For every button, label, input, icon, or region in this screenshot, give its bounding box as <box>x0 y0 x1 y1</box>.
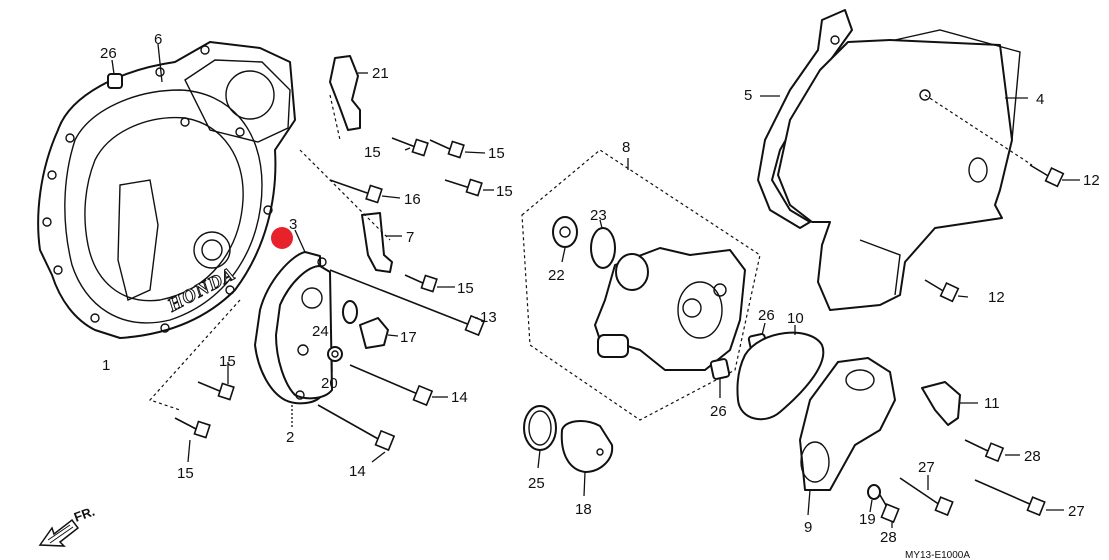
label-3: 3 <box>289 216 297 233</box>
part-19-washer <box>867 484 881 500</box>
label-9: 9 <box>804 519 812 536</box>
label-1: 1 <box>102 357 110 374</box>
label-25: 25 <box>528 475 545 492</box>
part-27-28-bolts <box>879 439 1046 524</box>
label-27a: 27 <box>918 459 935 476</box>
part-4-sprocket-cover <box>777 29 1021 311</box>
part-number-labels: 1 2 3 4 5 6 7 8 9 10 11 12 12 13 14 14 1… <box>100 31 1100 546</box>
part-12-bolts <box>924 164 1065 303</box>
label-28a: 28 <box>1024 448 1041 465</box>
part-26-dowel <box>107 73 123 89</box>
label-15a: 15 <box>364 144 381 161</box>
label-26b: 26 <box>758 307 775 324</box>
part-15-bolts <box>174 137 483 439</box>
part-17-plug <box>359 317 389 349</box>
front-direction-arrow: FR. <box>38 504 97 547</box>
label-22: 22 <box>548 267 565 284</box>
part-16-bolt <box>329 179 383 204</box>
label-15e: 15 <box>219 353 236 370</box>
label-12b: 12 <box>988 289 1005 306</box>
label-12a: 12 <box>1083 172 1100 189</box>
part-24-oring <box>342 300 358 324</box>
label-15c: 15 <box>496 183 513 200</box>
part-18-plug <box>560 420 614 473</box>
part-7-bracket <box>361 212 393 273</box>
direction-label: FR. <box>72 504 97 525</box>
label-7: 7 <box>406 229 414 246</box>
label-4: 4 <box>1036 91 1044 108</box>
label-26c: 26 <box>710 403 727 420</box>
label-5: 5 <box>744 87 752 104</box>
label-14a: 14 <box>451 389 468 406</box>
part-11-bracket <box>921 381 961 426</box>
label-23: 23 <box>590 207 607 224</box>
label-8: 8 <box>622 139 630 156</box>
label-10: 10 <box>787 310 804 327</box>
red-marker-dot <box>271 227 293 249</box>
part-14-bolts <box>317 364 434 452</box>
label-15f: 15 <box>177 465 194 482</box>
part-20-washer <box>327 346 343 362</box>
label-28b: 28 <box>880 529 897 546</box>
label-11: 11 <box>984 395 1000 412</box>
label-16: 16 <box>404 191 421 208</box>
label-21: 21 <box>372 65 389 82</box>
part-5-seal-strip <box>757 9 853 229</box>
label-2: 2 <box>286 429 294 446</box>
part-21-bracket <box>329 55 361 131</box>
part-25-oring <box>523 405 557 451</box>
label-14b: 14 <box>349 463 366 480</box>
left-crankcase-cover: HONDA <box>37 41 296 339</box>
part-8-water-pump-assembly <box>521 149 761 421</box>
label-24: 24 <box>312 323 329 340</box>
label-19: 19 <box>859 511 876 528</box>
label-15b: 15 <box>488 145 505 162</box>
label-15d: 15 <box>457 280 474 297</box>
part-9-thermostat-housing <box>799 357 896 491</box>
label-6: 6 <box>154 31 162 48</box>
cover-bolt-holes <box>42 45 273 333</box>
label-18: 18 <box>575 501 592 518</box>
diagram-code: MY13-E1000A <box>905 550 970 560</box>
part-2-gasket <box>254 251 333 405</box>
label-26a: 26 <box>100 45 117 62</box>
label-17: 17 <box>400 329 417 346</box>
label-13: 13 <box>480 309 497 326</box>
label-27b: 27 <box>1068 503 1085 520</box>
label-20: 20 <box>321 375 338 392</box>
